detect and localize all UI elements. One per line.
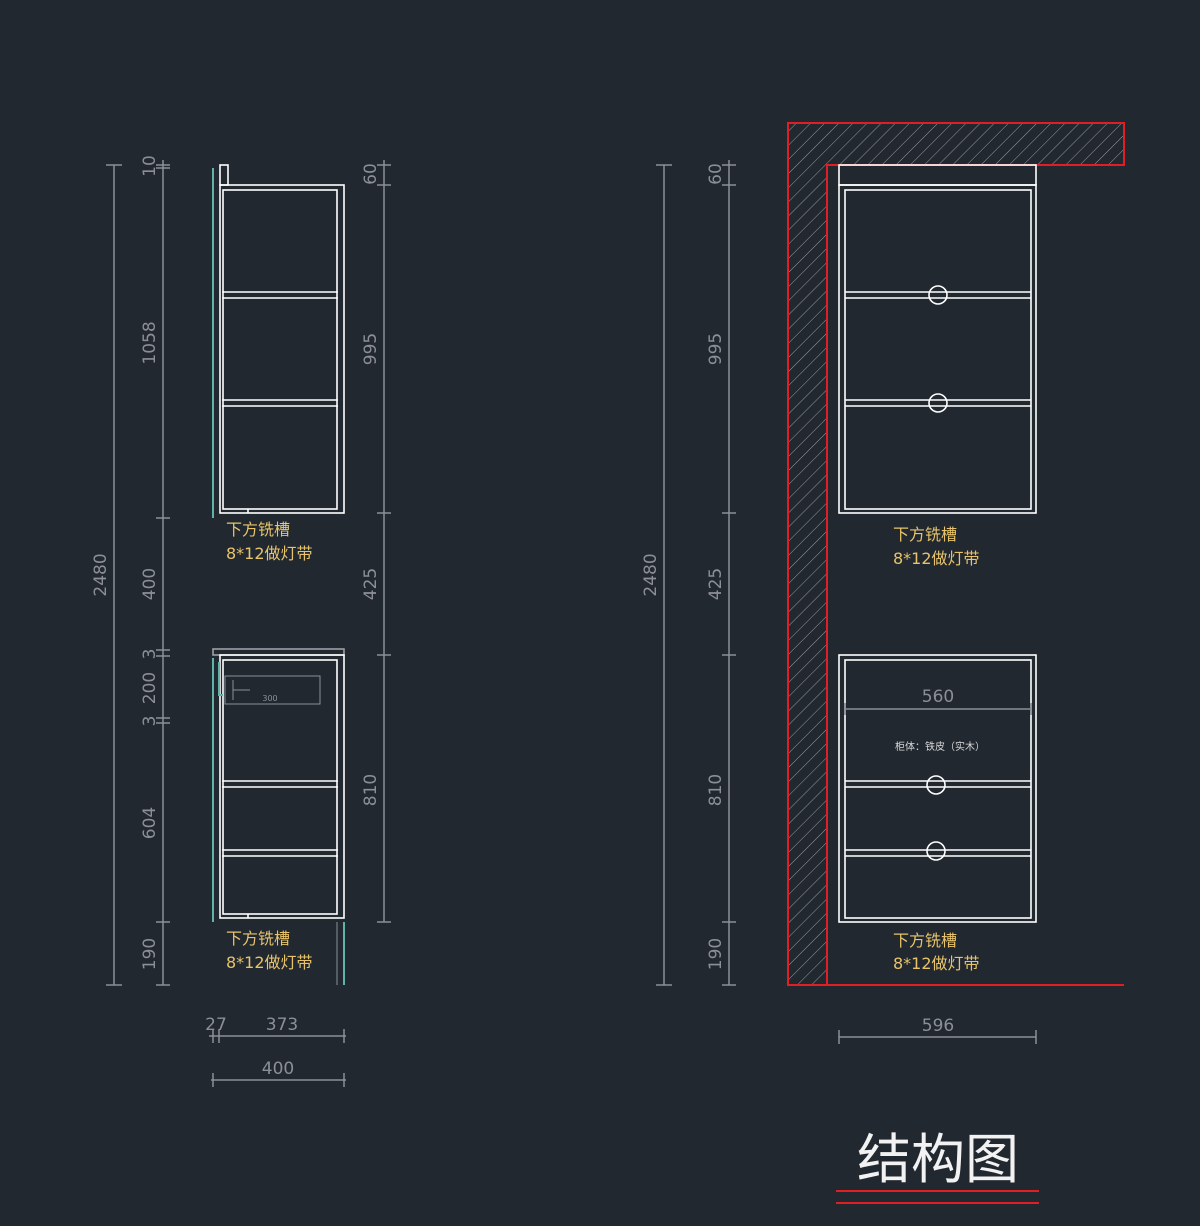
left-right-chain-dimension	[377, 160, 391, 923]
left-lower-side-panel	[212, 658, 345, 985]
left-dim-top-gap: 10	[140, 155, 160, 177]
left-dim-middle: 400	[140, 568, 160, 600]
left-dim-gap-a: 3	[140, 649, 160, 660]
inner-width-label: 560	[922, 687, 954, 707]
left-dim-lower: 604	[140, 807, 160, 839]
upper-shelf-handle-1	[928, 285, 948, 305]
left-upper-note-line1: 下方铣槽	[226, 520, 290, 539]
left-dim-drawer: 200	[140, 672, 160, 704]
left-drawer-box	[224, 675, 321, 705]
right-dim-lower: 810	[706, 774, 726, 806]
left-dim-base: 190	[140, 938, 160, 970]
left-dim-upper: 1058	[140, 321, 160, 364]
left-drawer-inner-label: 300	[262, 694, 277, 703]
right-chain-dimension	[722, 160, 736, 986]
left-dim-gap-b: 3	[140, 716, 160, 727]
left-horizontal-dimensions	[209, 1029, 346, 1087]
left-upper-note-line2: 8*12做灯带	[226, 544, 313, 563]
right-width-label: 596	[922, 1016, 954, 1036]
right-view: 2480 60 995 425 810 190	[641, 122, 1125, 1044]
right-lower-cabinet	[838, 654, 1037, 923]
left-total-label: 2480	[91, 553, 111, 596]
left-lower-note-line2: 8*12做灯带	[226, 953, 313, 972]
right-upper-note-line2: 8*12做灯带	[893, 549, 980, 568]
left-upper-cabinet	[219, 164, 345, 514]
left-chain-dimension	[156, 160, 170, 986]
left-rdim-upper: 995	[361, 333, 381, 365]
right-dim-middle: 425	[706, 568, 726, 600]
inner-width-dimension	[844, 703, 1032, 715]
drawing-title: 结构图	[836, 1128, 1039, 1204]
right-lower-note-line2: 8*12做灯带	[893, 954, 980, 973]
right-width-dimension	[838, 1030, 1037, 1044]
left-hdim-side: 27	[205, 1015, 227, 1035]
left-lower-cabinet	[212, 648, 345, 919]
left-rdim-lower: 810	[361, 774, 381, 806]
right-upper-cabinet	[838, 164, 1037, 514]
upper-shelf-handle-2	[928, 393, 948, 413]
left-rdim-middle: 425	[361, 568, 381, 600]
left-view: 2480 10 1058 400 3 200 3 604 190	[91, 155, 391, 1087]
left-lower-note-line1: 下方铣槽	[226, 929, 290, 948]
lower-shelf-handle-2	[926, 841, 946, 861]
right-dim-top: 60	[706, 163, 726, 185]
right-dim-base: 190	[706, 938, 726, 970]
title-text: 结构图	[857, 1128, 1019, 1191]
left-hdim-total: 400	[262, 1059, 294, 1079]
right-total-dimension	[656, 164, 672, 986]
right-lower-note-line1: 下方铣槽	[893, 931, 957, 950]
lower-shelf-handle-1	[926, 775, 946, 795]
left-hdim-depth: 373	[266, 1015, 298, 1035]
left-rdim-top: 60	[361, 163, 381, 185]
material-note: 柜体：铁皮（实木）	[895, 740, 985, 753]
left-total-dimension	[106, 164, 122, 986]
right-upper-note-line1: 下方铣槽	[893, 525, 957, 544]
right-total-label: 2480	[641, 553, 661, 596]
right-dim-upper: 995	[706, 333, 726, 365]
